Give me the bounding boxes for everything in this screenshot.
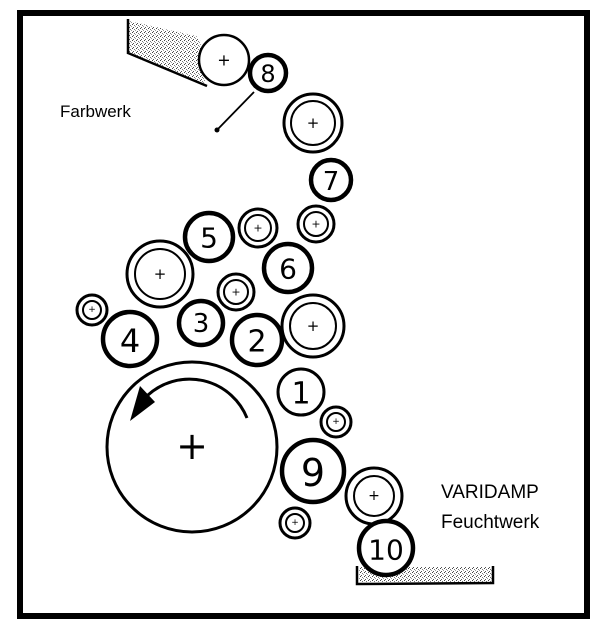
roller-4: 4 <box>100 309 160 369</box>
dampening-brand-label: VARIDAMP <box>441 482 539 503</box>
plate-cylinder: + <box>105 360 279 534</box>
rider-roller: + <box>237 207 279 249</box>
roller-number: 5 <box>200 222 218 255</box>
rider-roller: + <box>278 506 312 540</box>
axis-icon: + <box>176 424 208 468</box>
diagram-frame <box>17 10 590 619</box>
roller-7: 7 <box>308 157 354 203</box>
roller-5: 5 <box>182 210 236 264</box>
axis-icon: + <box>291 518 299 528</box>
leader-line <box>214 91 255 133</box>
roller-1: 1 <box>276 367 326 417</box>
roller-number: 7 <box>323 167 340 197</box>
roller-10: 10 <box>356 518 416 578</box>
axis-icon: + <box>332 417 340 427</box>
axis-icon: + <box>311 218 320 231</box>
ink-fountain-roller: + <box>197 33 251 87</box>
ink-distributor-roller: + <box>125 239 195 309</box>
dampening-roller: + <box>344 466 404 526</box>
roller-9: 9 <box>279 437 347 505</box>
roller-number: 2 <box>247 325 266 360</box>
roller-number: 4 <box>120 322 140 360</box>
rotation-arrow-icon <box>146 377 249 419</box>
axis-icon: + <box>307 317 320 335</box>
roller-number: 6 <box>279 253 297 286</box>
roller-6: 6 <box>261 241 315 295</box>
axis-icon: + <box>217 51 230 70</box>
roller-2: 2 <box>229 312 285 368</box>
axis-icon: + <box>253 222 262 235</box>
roller-number: 3 <box>193 309 210 339</box>
rider-roller: + <box>216 272 256 312</box>
axis-icon: + <box>88 305 96 315</box>
rider-roller: + <box>319 405 353 439</box>
axis-icon: + <box>307 114 320 132</box>
arrowhead-icon <box>130 386 155 421</box>
rider-roller: + <box>75 293 109 327</box>
roller-8: 8 <box>247 52 289 94</box>
axis-icon: + <box>368 488 380 504</box>
ink-unit-label: Farbwerk <box>60 102 131 121</box>
roller-number: 10 <box>368 534 404 567</box>
dampening-unit-label: Feuchtwerk <box>441 512 540 533</box>
roller-number: 1 <box>291 377 310 412</box>
roller-number: 8 <box>260 60 275 88</box>
ink-fountain-tray <box>126 19 208 88</box>
axis-icon: + <box>154 265 167 283</box>
ink-distributor-roller: + <box>282 92 344 154</box>
ink-distributor-roller: + <box>280 293 346 359</box>
axis-icon: + <box>231 286 240 299</box>
rider-roller: + <box>296 204 336 244</box>
roller-number: 9 <box>301 451 325 495</box>
roller-3: 3 <box>176 298 226 348</box>
